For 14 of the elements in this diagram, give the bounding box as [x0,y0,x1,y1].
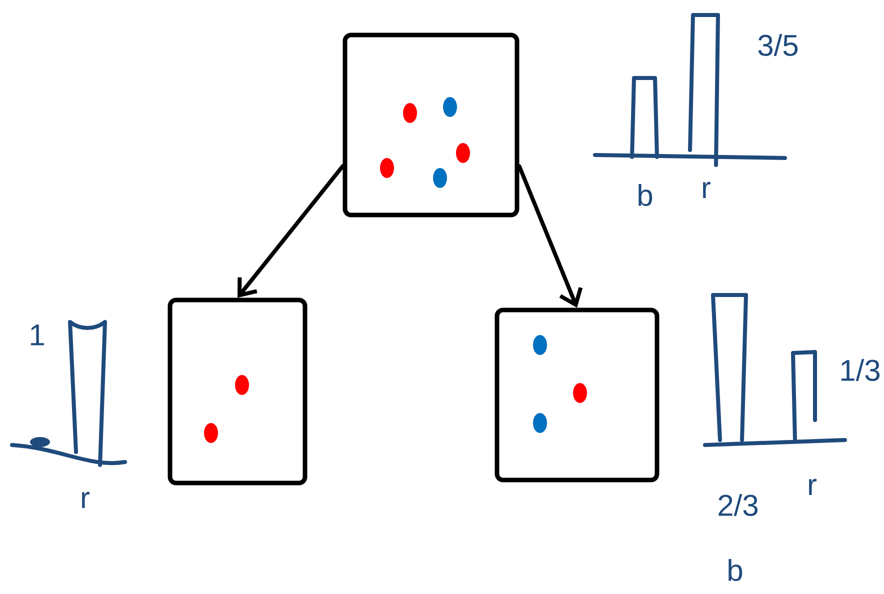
axis-label: r [82,492,90,508]
axis-label: 1 [30,324,44,346]
axis-label: b [638,184,652,206]
axis-label: 3/5 [758,34,798,56]
square-box [494,308,660,482]
axis-label: 2/3 [718,494,758,516]
axis-label: r [703,182,710,198]
axis-label: 1/3 [841,358,880,381]
axis-label: r [809,478,816,496]
axis-label: b [728,558,742,581]
arrow [517,164,583,308]
square-box [168,298,308,486]
square-box [342,32,520,218]
arrow [238,164,345,298]
